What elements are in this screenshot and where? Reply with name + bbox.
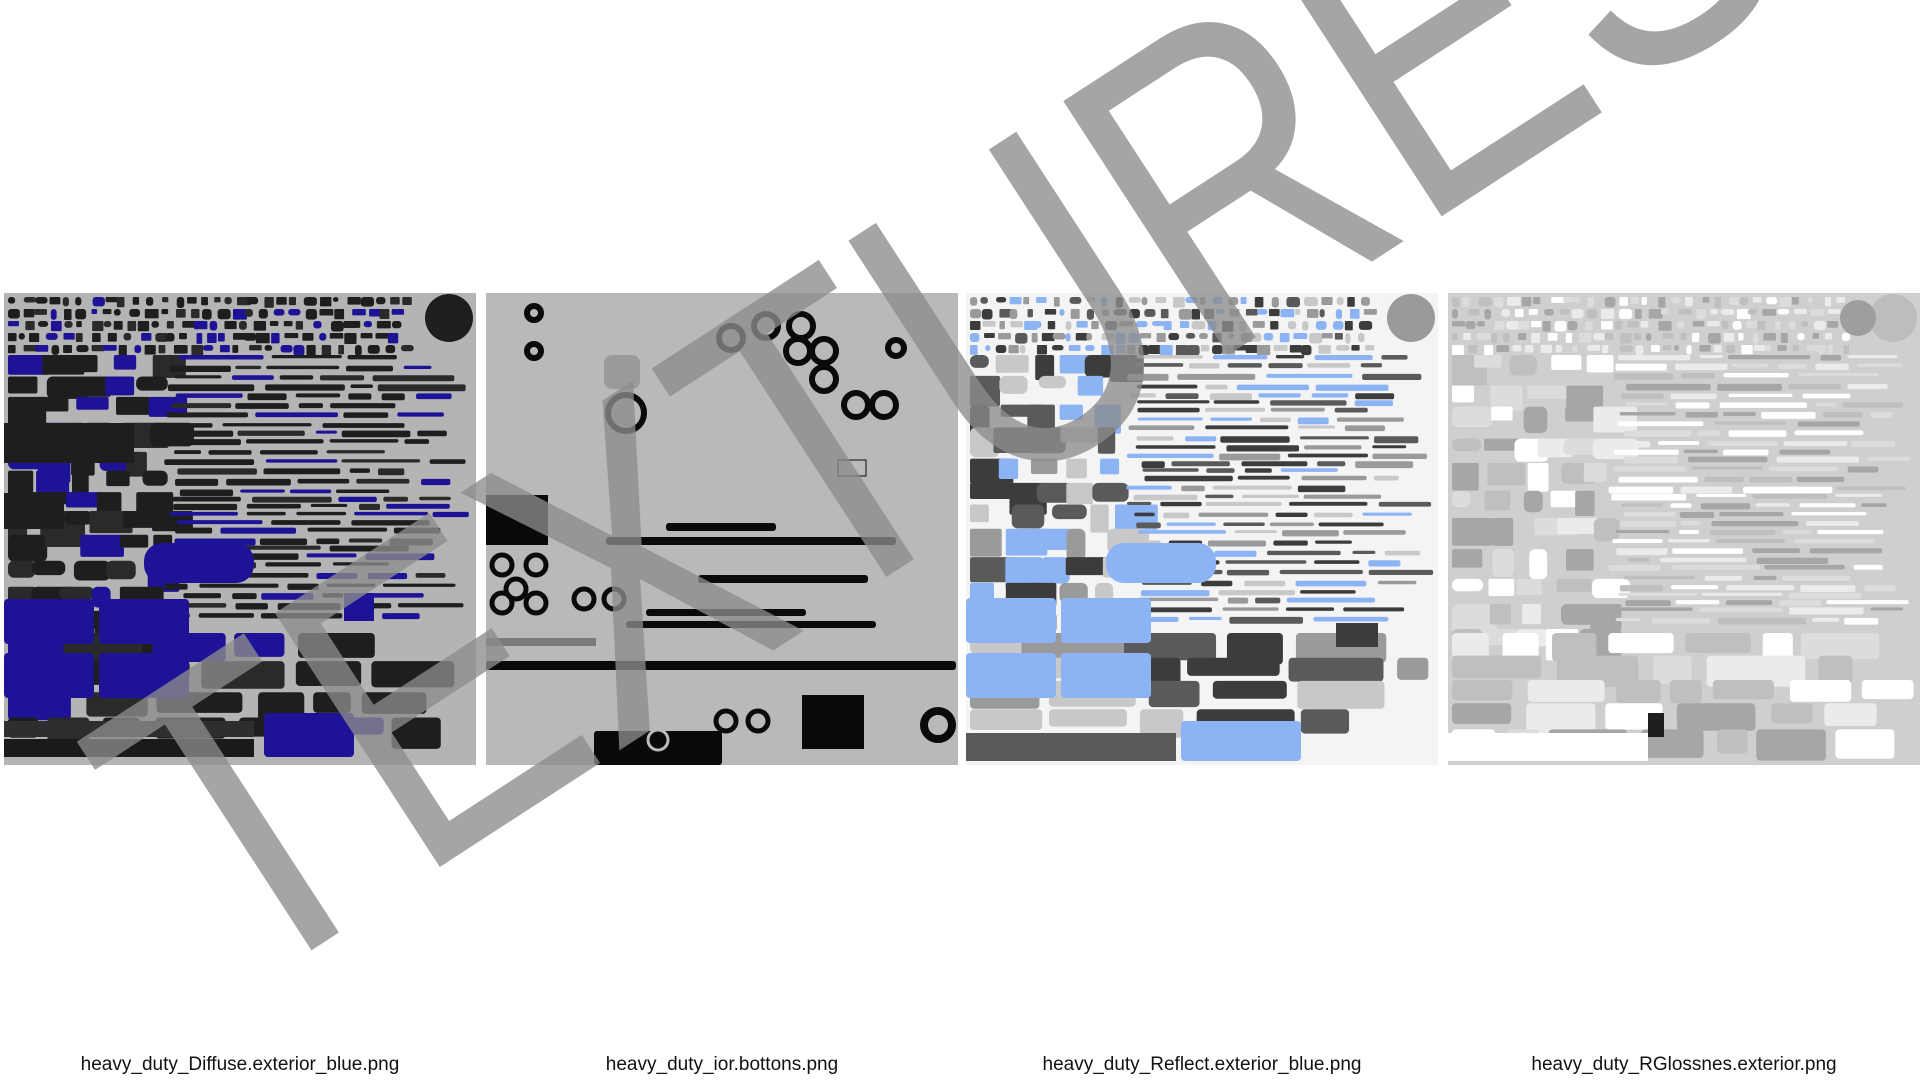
texture-ior-preview[interactable]: [486, 293, 958, 765]
reflect-uv-map: [966, 293, 1438, 765]
caption-ior: heavy_duty_ior.bottons.png: [605, 1054, 839, 1075]
texture-glossiness-preview[interactable]: [1448, 293, 1920, 765]
caption-glossiness: heavy_duty_RGlossnes.exterior.png: [1531, 1054, 1837, 1075]
texture-diffuse-preview[interactable]: [4, 293, 476, 765]
diffuse-uv-map: [4, 293, 476, 765]
caption-reflect: heavy_duty_Reflect.exterior_blue.png: [1042, 1054, 1362, 1075]
caption-diffuse: heavy_duty_Diffuse.exterior_blue.png: [80, 1054, 400, 1075]
ior-uv-map: [486, 293, 958, 765]
texture-reflect-preview[interactable]: [966, 293, 1438, 765]
glossiness-uv-map: [1448, 293, 1920, 765]
